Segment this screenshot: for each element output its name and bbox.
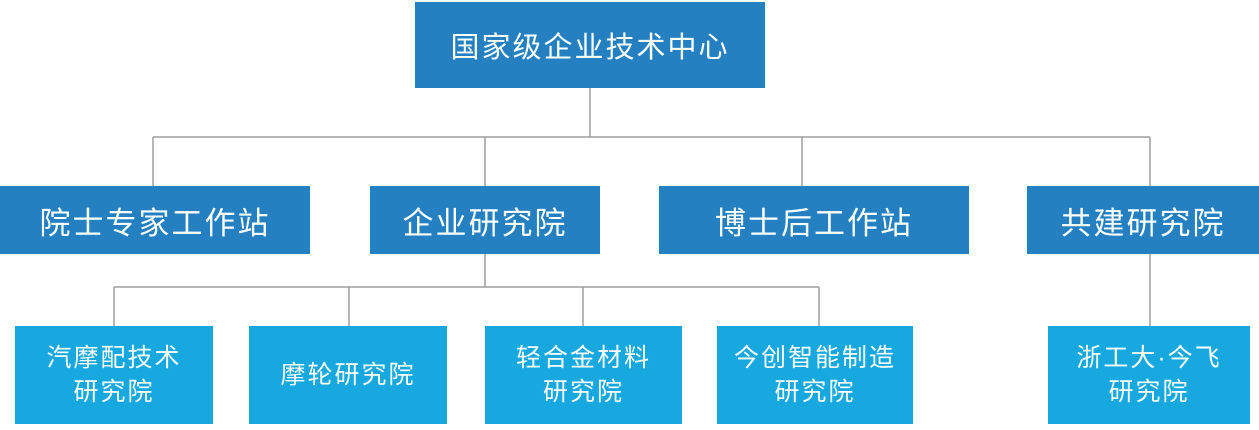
org-node-label-line: 汽摩配技术 [46, 344, 182, 372]
org-node-national-tech-center: 国家级企业技术中心 [415, 2, 765, 88]
org-node-label-line: 研究院 [542, 378, 624, 406]
org-node-light-alloy-institute: 轻合金材料 研究院 [485, 326, 682, 424]
org-node-academician-workstation: 院士专家工作站 [0, 186, 310, 254]
org-node-joint-institute: 共建研究院 [1027, 186, 1259, 254]
org-node-auto-moto-parts-institute: 汽摩配技术 研究院 [15, 326, 213, 424]
org-node-label-line: 研究院 [774, 378, 856, 406]
org-node-jinchuang-intelligent-mfg-institute: 今创智能制造 研究院 [717, 326, 913, 424]
org-node-wheel-institute: 摩轮研究院 [249, 326, 447, 424]
org-node-label-line: 摩轮研究院 [280, 361, 416, 389]
org-node-label-line: 研究院 [1108, 378, 1190, 406]
org-node-label: 博士后工作站 [715, 205, 913, 241]
org-node-postdoc-workstation: 博士后工作站 [659, 186, 969, 254]
org-node-label: 院士专家工作站 [39, 205, 271, 241]
org-node-label-line: 研究院 [73, 378, 155, 406]
org-node-enterprise-institute: 企业研究院 [370, 186, 600, 254]
org-node-label: 国家级企业技术中心 [450, 32, 730, 64]
org-node-label-line: 轻合金材料 [515, 344, 651, 372]
org-node-label: 共建研究院 [1060, 205, 1226, 241]
org-node-label-line: 今创智能制造 [733, 344, 896, 372]
org-node-zjut-jinfei-institute: 浙工大·今飞 研究院 [1048, 326, 1250, 424]
org-node-label: 企业研究院 [402, 205, 568, 241]
org-node-label-line: 浙工大·今飞 [1076, 344, 1222, 372]
